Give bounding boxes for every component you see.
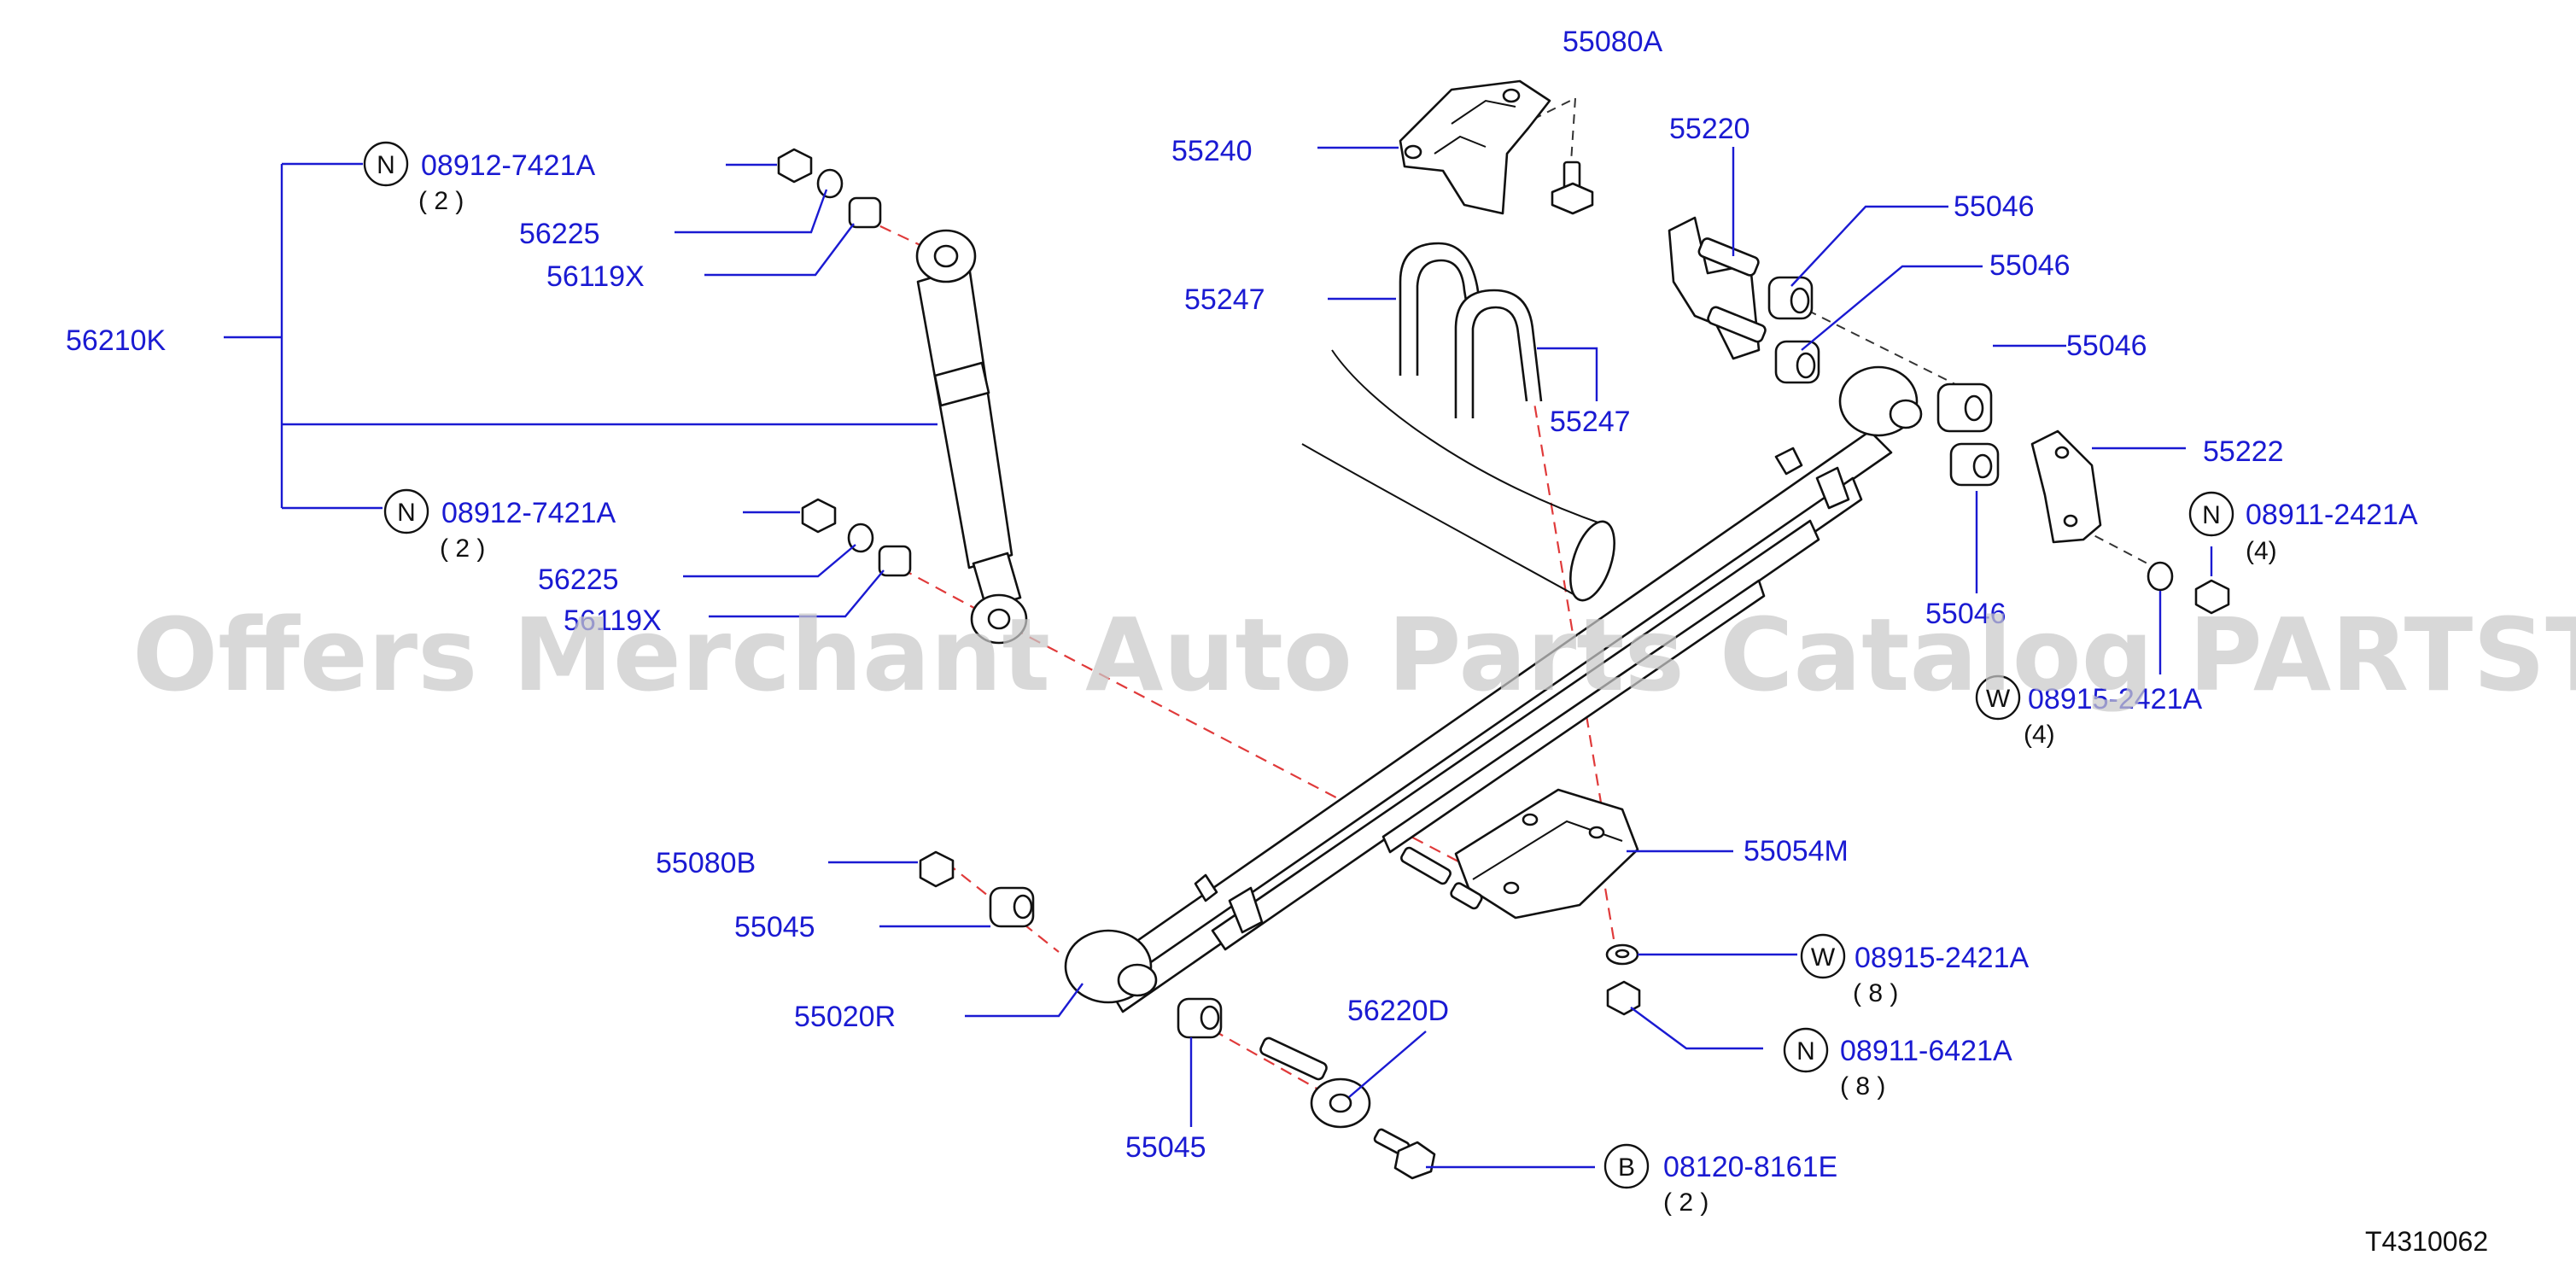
label-55222[interactable]: 55222 bbox=[2203, 435, 2284, 468]
label-nut-upper[interactable]: 08912-7421A bbox=[421, 149, 596, 182]
shackle-plate-55222[interactable] bbox=[2030, 429, 2102, 544]
nut-washer-55222 bbox=[2147, 561, 2230, 615]
leader-lines bbox=[224, 146, 2213, 1169]
axle-tube bbox=[1301, 349, 1615, 602]
label-55045-a[interactable]: 55045 bbox=[734, 911, 815, 943]
bolt-08120 bbox=[1373, 1128, 1436, 1180]
svg-text:B: B bbox=[1618, 1153, 1635, 1182]
part-labels: 56210K 08912-7421A ( 2 ) 56225 56119X 08… bbox=[66, 26, 2418, 1217]
badge-w2: W bbox=[1800, 933, 1846, 979]
top-bracket[interactable] bbox=[1399, 79, 1551, 215]
shock-absorber[interactable] bbox=[915, 229, 1028, 645]
label-55045-b[interactable]: 55045 bbox=[1125, 1131, 1206, 1164]
spring-pin-56220d[interactable] bbox=[1259, 1036, 1371, 1129]
label-bolt[interactable]: 08120-8161E bbox=[1663, 1151, 1837, 1183]
label-56119x-lower[interactable]: 56119X bbox=[564, 604, 662, 637]
svg-text:W: W bbox=[1986, 685, 2011, 713]
bolt-55080a bbox=[1551, 161, 1594, 215]
label-55080a[interactable]: 55080A bbox=[1563, 26, 1663, 58]
label-nut-55222[interactable]: 08911-2421A bbox=[2246, 499, 2418, 531]
label-55046-c[interactable]: 55046 bbox=[2066, 330, 2147, 362]
label-55046-d[interactable]: 55046 bbox=[1925, 598, 2006, 630]
label-washer-plate[interactable]: 08915-2421A bbox=[1855, 942, 2030, 974]
watermark-text: Offers Merchant Auto Parts Catalog PARTS… bbox=[132, 596, 2576, 714]
front-eye-hardware bbox=[919, 850, 1223, 1039]
shackle-55220[interactable] bbox=[1668, 216, 1767, 360]
badge-b1: B bbox=[1603, 1143, 1650, 1189]
qty-bolt: ( 2 ) bbox=[1663, 1188, 1709, 1217]
label-55220[interactable]: 55220 bbox=[1669, 113, 1750, 145]
svg-text:N: N bbox=[397, 499, 416, 527]
badge-n4: N bbox=[1783, 1027, 1829, 1073]
diagram-code: T4310062 bbox=[2365, 1226, 2488, 1257]
label-56225-lower[interactable]: 56225 bbox=[538, 563, 619, 596]
badge-n3: N bbox=[2188, 491, 2234, 537]
label-55020r[interactable]: 55020R bbox=[794, 1001, 896, 1033]
qty-nut-plate: ( 8 ) bbox=[1840, 1072, 1885, 1101]
label-55240[interactable]: 55240 bbox=[1171, 135, 1253, 167]
svg-text:N: N bbox=[377, 151, 395, 179]
label-56210k[interactable]: 56210K bbox=[66, 324, 166, 357]
label-55247-b[interactable]: 55247 bbox=[1550, 406, 1631, 438]
svg-text:N: N bbox=[2202, 501, 2221, 529]
badge-w1: W bbox=[1975, 674, 2021, 721]
label-washer-55222[interactable]: 08915-2421A bbox=[2028, 683, 2203, 715]
label-nut-lower[interactable]: 08912-7421A bbox=[441, 497, 616, 529]
label-55247-a[interactable]: 55247 bbox=[1184, 283, 1265, 316]
qty-nut-upper: ( 2 ) bbox=[418, 187, 464, 215]
svg-text:N: N bbox=[1796, 1037, 1815, 1066]
qty-washer-plate: ( 8 ) bbox=[1853, 979, 1898, 1007]
label-56119x-upper[interactable]: 56119X bbox=[546, 260, 645, 293]
label-55046-a[interactable]: 55046 bbox=[1954, 190, 2035, 223]
spring-plate-55054m[interactable] bbox=[1400, 788, 1639, 920]
svg-text:W: W bbox=[1811, 943, 1836, 972]
bushings-55046 bbox=[1767, 276, 2000, 487]
qty-washer-55222: (4) bbox=[2024, 721, 2055, 749]
u-bolts[interactable] bbox=[1399, 242, 1543, 418]
label-55046-b[interactable]: 55046 bbox=[1989, 249, 2071, 282]
qty-nut-55222: (4) bbox=[2246, 537, 2277, 565]
label-56225-upper[interactable]: 56225 bbox=[519, 218, 600, 250]
label-56220d[interactable]: 56220D bbox=[1347, 995, 1449, 1027]
qty-nut-lower: ( 2 ) bbox=[440, 534, 485, 563]
label-55080b[interactable]: 55080B bbox=[656, 847, 756, 879]
label-55054m[interactable]: 55054M bbox=[1744, 835, 1849, 867]
leaf-spring[interactable] bbox=[1064, 365, 1923, 1013]
washer-nut-plate bbox=[1605, 943, 1641, 1016]
badges: N N N W W N B bbox=[363, 141, 2234, 1189]
label-nut-plate[interactable]: 08911-6421A bbox=[1840, 1035, 2012, 1067]
badge-n2: N bbox=[383, 488, 429, 534]
badge-n1: N bbox=[363, 141, 409, 187]
upper-hardware bbox=[777, 148, 912, 577]
